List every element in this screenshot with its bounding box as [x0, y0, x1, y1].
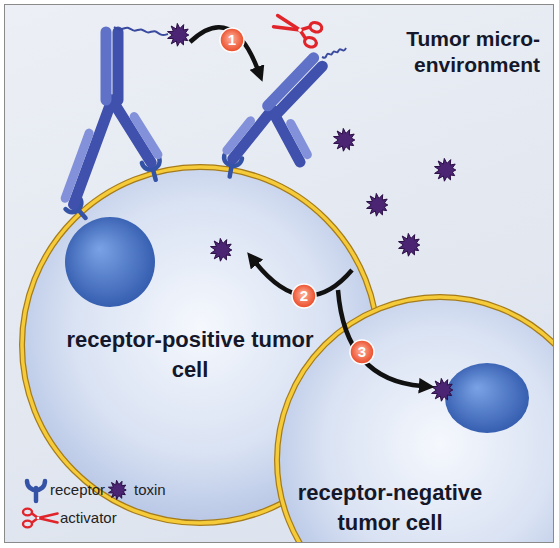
toxin-star: [108, 480, 126, 499]
receptor-symbol: [142, 158, 165, 182]
legend-label: toxin: [134, 480, 166, 500]
nucleus: [65, 217, 155, 307]
nucleus: [445, 363, 529, 433]
linker: [114, 27, 168, 35]
callout-number: 1: [220, 28, 244, 52]
light-chain: [65, 133, 89, 198]
callout-circle: [350, 340, 374, 364]
toxin-star: [399, 233, 420, 256]
toxin-star: [211, 238, 232, 261]
fc-chain: [101, 32, 112, 100]
cell-label: receptor-positive tumor cell: [65, 325, 315, 385]
heavy-chain: [74, 100, 112, 205]
heavy-chain: [272, 110, 300, 162]
legend-label: activator: [60, 508, 117, 528]
fc-chain: [276, 66, 322, 114]
callout-number: 2: [292, 284, 316, 308]
receptor-symbol: [27, 481, 45, 501]
receptor-symbol: [66, 197, 93, 224]
process-arrow: [338, 290, 422, 386]
scissors-symbol: [23, 509, 58, 528]
tumor-cell: receptor-negative tumor cell: [275, 295, 553, 542]
light-chain: [291, 123, 308, 154]
callout-circle: [292, 284, 316, 308]
light-chain: [227, 121, 251, 150]
process-arrow: [190, 27, 258, 70]
cell-label: receptor-negative tumor cell: [265, 478, 515, 538]
antibody: [65, 32, 158, 205]
callout-circle: [220, 28, 244, 52]
toxin-star: [432, 378, 453, 401]
fc-chain: [113, 32, 124, 100]
legend-label: receptor: [50, 480, 105, 500]
region-label: Tumor micro- environment: [385, 26, 540, 78]
illustration: [5, 5, 553, 542]
receptor-symbol: [221, 155, 242, 178]
heavy-chain: [233, 110, 272, 159]
light-chain: [134, 117, 158, 155]
antibody: [227, 58, 322, 162]
scissors-symbol: [271, 9, 323, 48]
fc-chain: [268, 58, 314, 106]
callout-number: 3: [350, 340, 374, 364]
heavy-chain: [112, 100, 151, 162]
toxin-star: [334, 128, 355, 151]
linker: [322, 48, 346, 58]
toxin-star: [367, 193, 388, 216]
toxin-star: [168, 23, 189, 46]
toxin-star: [435, 158, 456, 181]
